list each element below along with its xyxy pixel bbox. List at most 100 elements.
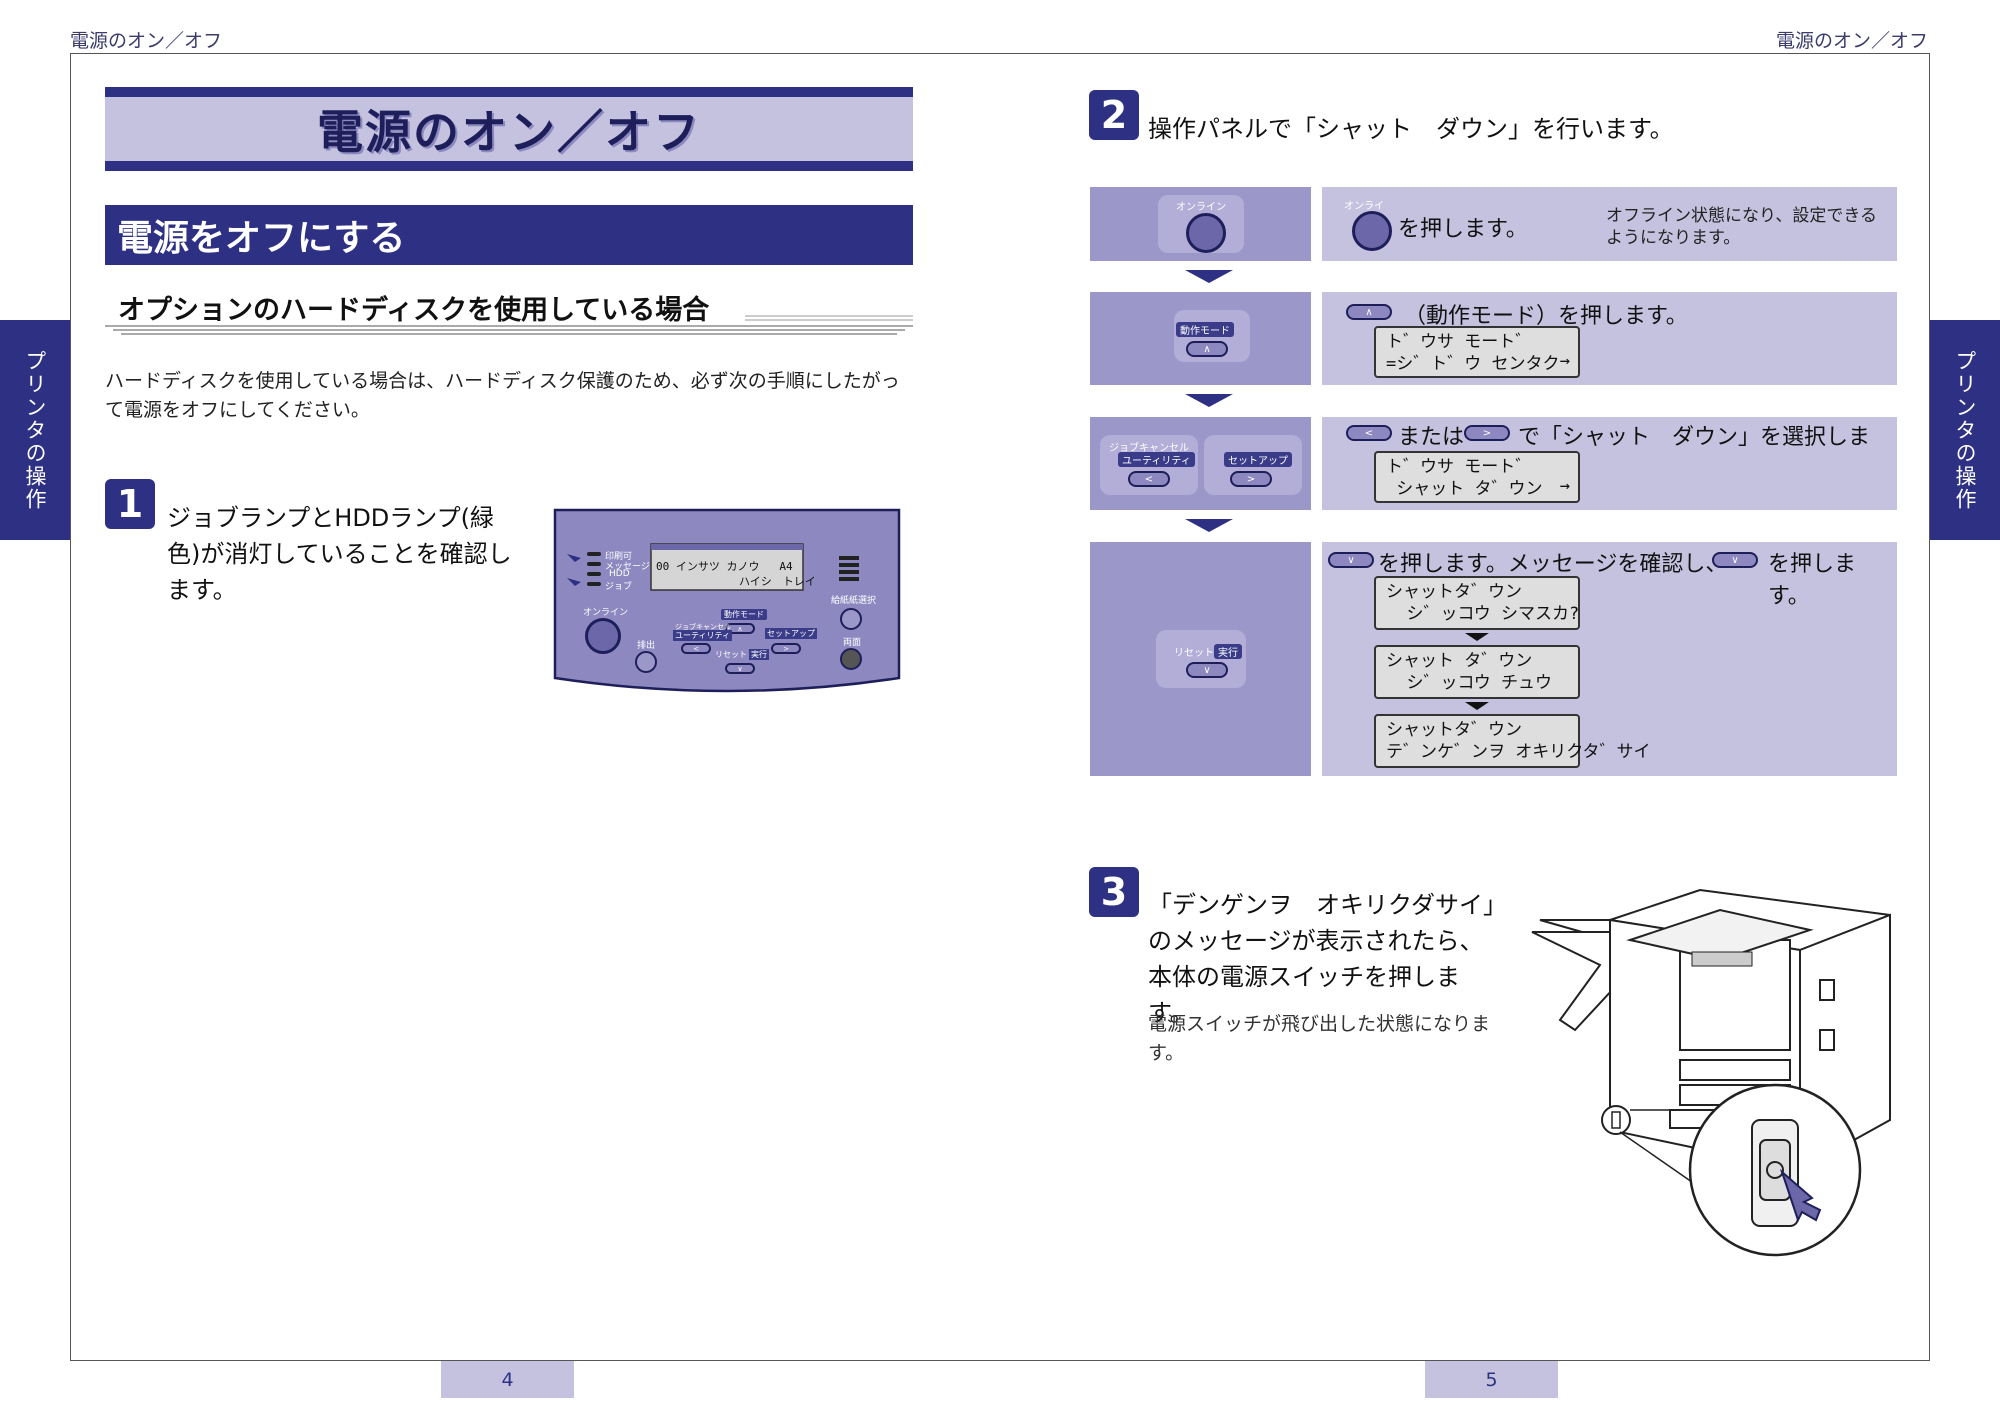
chapter-title-band: 電源のオン／オフ <box>105 87 913 171</box>
inline-left-key-icon: < <box>1346 425 1392 441</box>
inline-right-key-icon: > <box>1464 425 1510 441</box>
row-3-lcd-line-1: ト゛ウサ モート゛ <box>1386 457 1533 477</box>
panel-right-key: > <box>771 643 801 654</box>
row-3-instruction-a: または <box>1398 425 1465 450</box>
panel-left-key: < <box>681 643 711 654</box>
lamp-pointer-arrow-icon <box>567 554 581 586</box>
row-2-lcd-arrow: → <box>1559 351 1570 371</box>
utility-label: ユーティリティ <box>1118 452 1195 467</box>
lamp-message-indicator <box>587 562 601 566</box>
row-1-instruction: を押します。 <box>1398 217 1528 242</box>
intro-paragraph: ハードディスクを使用している場合は、ハードディスク保護のため、必ず次の手順にした… <box>105 370 900 421</box>
row-2-lcd-line-1: ト゛ウサ モート゛ <box>1386 332 1533 352</box>
lcd-arrow-1-icon <box>1465 633 1489 641</box>
paper-select-icon <box>839 556 859 586</box>
row-3-lcd: ト゛ウサ モート゛ シャット タ゛ウン→ <box>1374 451 1580 503</box>
row-3-instruction-panel: < または > で「シャット ダウン」を選択します。 ト゛ウサ モート゛ シャッ… <box>1322 417 1897 510</box>
step-3-text: 「デンゲンヲ オキリクダサイ」のメッセージが表示されたら、本体の電源スイッチを押… <box>1148 891 1496 1027</box>
execute-key-pad <box>1156 630 1246 688</box>
subsection-rule-lines <box>105 315 913 335</box>
running-head-left: 電源のオン／オフ <box>70 30 223 52</box>
panel-feed-button <box>840 608 862 630</box>
left-key-icon: < <box>1128 471 1170 487</box>
step-2-badge: 2 <box>1089 90 1139 140</box>
row-4-lcd-b-line-1: シャット タ゛ウン <box>1386 651 1533 671</box>
side-tab-left: プリンタの操作 <box>0 320 70 540</box>
lamp-ready-indicator <box>587 552 601 556</box>
panel-duplex-button <box>840 648 862 670</box>
panel-feed-label: 給紙紙選択 <box>831 596 877 606</box>
page-frame <box>70 53 1930 1361</box>
row-4-key-panel: リセット 実行 ∨ <box>1090 542 1311 776</box>
panel-utility-label: ユーティリティ <box>673 630 733 641</box>
online-button-icon <box>1186 213 1226 253</box>
lamp-label-message: メッセージ <box>605 562 650 572</box>
mode-key-label: 動作モード <box>1176 322 1234 337</box>
control-panel-illustration: 00 インサツ カノウ A4 ハイシ トレイ 印刷可 メッセージ HDD ジョブ… <box>553 508 901 693</box>
panel-down-key: ∨ <box>725 663 755 674</box>
running-head-right: 電源のオン／オフ <box>1775 30 1928 52</box>
lamp-label-job: ジョブ <box>605 582 633 592</box>
inline-up-key-icon: ∧ <box>1346 304 1392 320</box>
step-3-note: 電源スイッチが飛び出した状態になります。 <box>1148 1013 1491 1064</box>
panel-duplex-label: 両面 <box>843 638 862 648</box>
panel-setup-label: セットアップ <box>765 628 817 639</box>
flow-arrow-2 <box>1185 394 1233 407</box>
row-2-instruction-panel: ∧ （動作モード）を押します。 ト゛ウサ モート゛=シ゛ト゛ウ センタク→ <box>1322 292 1897 385</box>
step-1-text: ジョブランプとHDDランプ(緑色)が消灯していることを確認します。 <box>167 504 512 604</box>
row-4-instruction-a: を押します。メッセージを確認し、 <box>1378 552 1728 577</box>
lamp-job-indicator <box>587 582 601 586</box>
row-2-key-panel: 動作モード ∧ <box>1090 292 1311 385</box>
section-heading: 電源をオフにする <box>105 205 913 265</box>
panel-eject-button <box>635 651 657 673</box>
step-3-badge: 3 <box>1089 867 1139 917</box>
panel-lcd-line-1: 00 インサツ カノウ A4 <box>656 560 793 573</box>
lamp-hdd-indicator <box>587 572 601 576</box>
job-cancel-label: ジョブキャンセル <box>1109 443 1189 454</box>
flow-arrow-3 <box>1185 519 1233 532</box>
lamp-label-ready: 印刷可 <box>605 552 633 562</box>
row-4-lcd-c-line-2: テ゛ンケ゛ンヲ オキリクタ゛サイ <box>1386 742 1651 762</box>
row-4-lcd-c-line-1: シャットタ゛ウン <box>1386 720 1522 740</box>
row-4-lcd-a-line-2: シ゛ッコウ シマスカ? <box>1386 604 1580 624</box>
chapter-title: 電源のオン／オフ <box>317 105 701 159</box>
panel-online-button <box>585 618 621 654</box>
panel-online-label: オンライン <box>583 608 629 618</box>
row-1-note: オフライン状態になり、設定できるようになります。 <box>1606 206 1877 248</box>
panel-jobcancel-label: ジョブキャンセル <box>675 623 731 631</box>
panel-lcd-line-2: ハイシ トレイ <box>739 575 816 588</box>
row-4-instruction-panel: ∨ を押します。メッセージを確認し、 ∨ を押します。 シャットタ゛ウン シ゛ッ… <box>1322 542 1897 776</box>
inline-down-key-icon-2: ∨ <box>1712 552 1758 568</box>
right-key-icon: > <box>1230 471 1272 487</box>
execute-label: 実行 <box>1214 644 1242 659</box>
row-1-key-panel: オンライン <box>1090 187 1311 261</box>
panel-mode-label: 動作モード <box>721 609 767 620</box>
row-4-lcd-a-line-1: シャットタ゛ウン <box>1386 582 1522 602</box>
row-4-instruction-b: を押します。 <box>1768 552 1857 609</box>
online-key-label: オンライン <box>1176 202 1226 213</box>
setup-label: セットアップ <box>1224 452 1292 467</box>
row-3-lcd-arrow: → <box>1559 476 1570 496</box>
lamp-label-hdd: HDD <box>609 569 630 579</box>
row-4-lcd-executing: シャット タ゛ウン シ゛ッコウ チュウ <box>1374 645 1580 699</box>
step-2-heading: 操作パネルで「シャット ダウン」を行います。 <box>1148 115 1674 143</box>
page-number-right: 5 <box>1425 1361 1558 1398</box>
side-tab-right: プリンタの操作 <box>1930 320 2000 540</box>
lcd-arrow-2-icon <box>1465 702 1489 710</box>
mode-up-key-icon: ∧ <box>1186 341 1228 357</box>
panel-execute-label: 実行 <box>749 649 769 660</box>
panel-body-shape <box>553 508 901 693</box>
printer-illustration <box>1531 888 1891 1257</box>
row-1-instruction-panel: オンライン を押します。 オフライン状態になり、設定できるようになります。 <box>1322 187 1897 261</box>
down-key-icon: ∨ <box>1186 662 1228 678</box>
row-4-lcd-b-line-2: シ゛ッコウ チュウ <box>1386 673 1553 693</box>
row-3-key-panel: ジョブキャンセル ユーティリティ < セットアップ > <box>1090 417 1311 510</box>
page-number-left: 4 <box>441 1361 574 1398</box>
reset-label: リセット <box>1174 648 1214 659</box>
inline-online-button-icon <box>1352 211 1392 251</box>
inline-down-key-icon-1: ∨ <box>1328 552 1374 568</box>
row-2-lcd: ト゛ウサ モート゛=シ゛ト゛ウ センタク→ <box>1374 326 1580 378</box>
row-4-lcd-power-off: シャットタ゛ウンテ゛ンケ゛ンヲ オキリクタ゛サイ <box>1374 714 1651 768</box>
panel-reset-label: リセット <box>715 650 747 659</box>
